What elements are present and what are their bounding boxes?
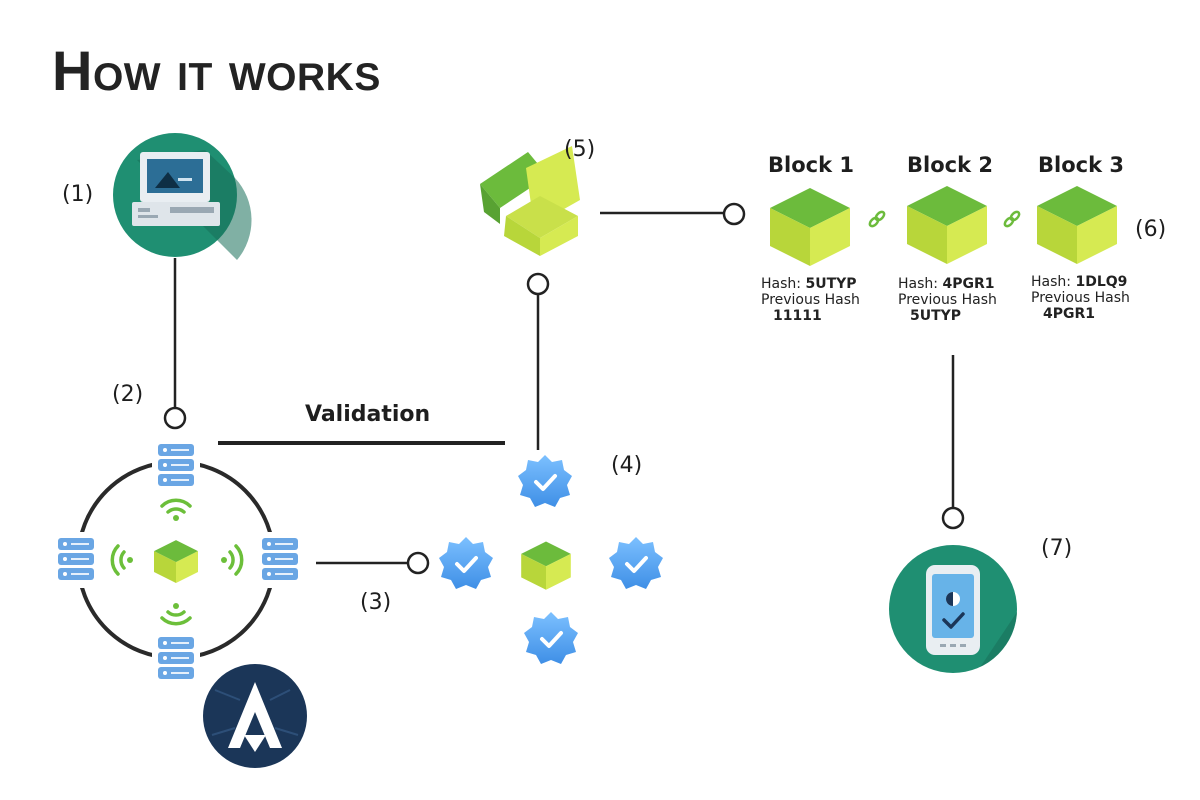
chain-link-icon	[1002, 209, 1022, 229]
logo-icon	[203, 664, 307, 768]
wifi-icon	[110, 544, 135, 576]
step-label-6: (6)	[1135, 217, 1167, 242]
block-1-cube-icon	[770, 188, 850, 266]
validator-group	[437, 453, 665, 666]
cube-icon	[154, 540, 198, 583]
hash-label: Hash:	[761, 276, 801, 292]
block-3-hash-info: Hash: 1DLQ9 Previous Hash 4PGR1	[1031, 274, 1130, 322]
step-label-1: (1)	[62, 182, 94, 207]
network-ring	[50, 436, 306, 688]
new-block-icon	[480, 146, 580, 256]
validation-label: Validation	[305, 402, 431, 427]
server-icon-left	[50, 532, 102, 588]
previous-hash-label: Previous Hash	[898, 292, 997, 308]
connector-nodes	[163, 202, 965, 575]
hash-label: Hash:	[1031, 274, 1071, 290]
block-2-title: Block 2	[907, 153, 993, 177]
block-3-cube-icon	[1037, 186, 1117, 264]
block-2-hash-info: Hash: 4PGR1 Previous Hash 5UTYP	[898, 276, 997, 324]
previous-hash-value: 4PGR1	[1043, 306, 1096, 322]
hash-value: 5UTYP	[805, 276, 857, 292]
verified-badge-icon	[607, 535, 665, 591]
connector-lines	[173, 211, 955, 565]
cube-icon	[521, 541, 571, 590]
wifi-icon	[160, 498, 192, 523]
step-label-5: (5)	[564, 137, 596, 162]
hash-value: 4PGR1	[942, 276, 995, 292]
wifi-icon	[160, 601, 192, 626]
step-label-7: (7)	[1041, 536, 1073, 561]
block-2-cube-icon	[907, 186, 987, 264]
previous-hash-label: Previous Hash	[761, 292, 860, 308]
block-1-hash-info: Hash: 5UTYP Previous Hash 11111	[761, 276, 860, 324]
step-label-4: (4)	[611, 453, 643, 478]
block-3-title: Block 3	[1038, 153, 1124, 177]
previous-hash-value: 5UTYP	[910, 308, 962, 324]
server-icon-bottom	[152, 630, 200, 688]
chain-link-icon	[867, 209, 887, 229]
verified-badge-icon	[522, 610, 580, 666]
hash-label: Hash:	[898, 276, 938, 292]
computer-icon	[113, 133, 252, 260]
server-icon-right	[254, 532, 306, 588]
page-title: How it works	[52, 39, 381, 102]
block-1-title: Block 1	[768, 153, 854, 177]
step-label-2: (2)	[112, 382, 144, 407]
hash-value: 1DLQ9	[1075, 274, 1128, 290]
step-label-3: (3)	[360, 590, 392, 615]
blockchain	[770, 186, 1117, 266]
previous-hash-label: Previous Hash	[1031, 290, 1130, 306]
verified-badge-icon	[437, 535, 495, 591]
server-icon-top	[152, 436, 200, 494]
phone-icon	[889, 545, 1017, 673]
wifi-icon	[219, 544, 244, 576]
previous-hash-value: 11111	[773, 308, 822, 324]
verified-badge-icon	[516, 453, 574, 509]
